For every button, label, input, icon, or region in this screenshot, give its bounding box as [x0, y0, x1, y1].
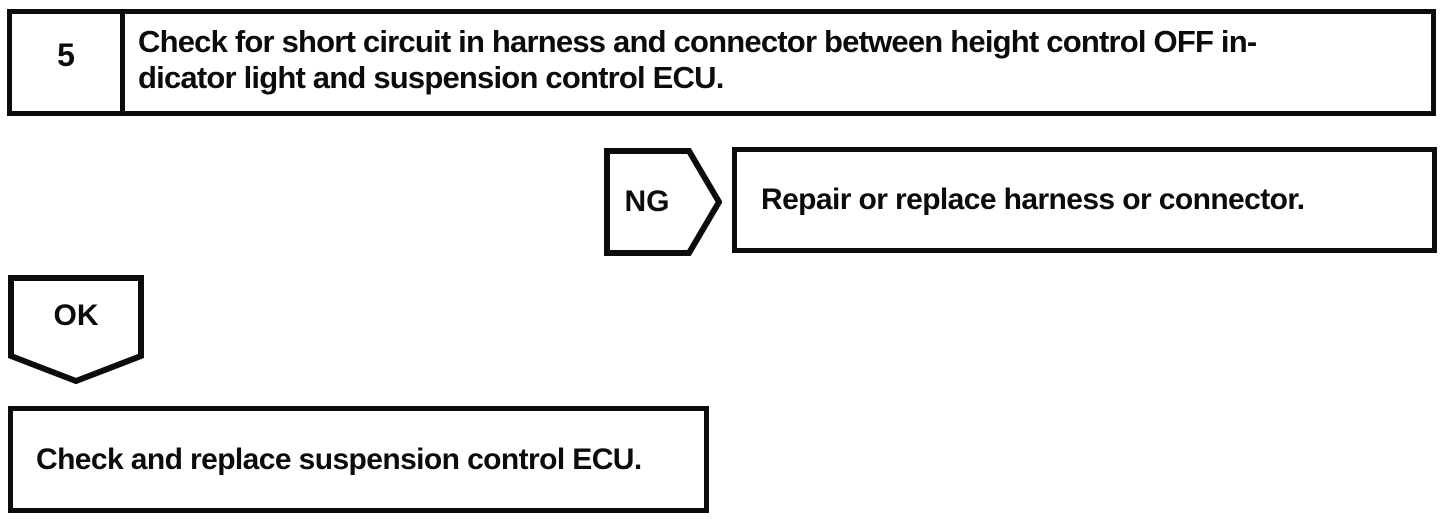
- step-box: 5 Check for short circuit in harness and…: [7, 9, 1436, 116]
- ok-arrow-pentagon-icon: [8, 275, 144, 384]
- step-instruction-line1: Check for short circuit in harness and c…: [138, 24, 1257, 59]
- ng-action-text: Repair or replace harness or connector.: [761, 183, 1305, 216]
- ok-action-box: Check and replace suspension control ECU…: [8, 406, 709, 513]
- step-number: 5: [12, 14, 125, 111]
- step-instruction-line2: dicator light and suspension control ECU…: [138, 60, 724, 95]
- ok-label: OK: [53, 299, 99, 332]
- ok-action-text: Check and replace suspension control ECU…: [36, 442, 642, 476]
- ng-label: NG: [624, 185, 670, 218]
- step-instruction: Check for short circuit in harness and c…: [125, 14, 1431, 111]
- ng-action-box: Repair or replace harness or connector.: [732, 147, 1437, 253]
- ng-connector: NG: [604, 148, 722, 256]
- ok-connector: OK: [8, 275, 144, 384]
- ng-arrow-pentagon-icon: [604, 148, 722, 256]
